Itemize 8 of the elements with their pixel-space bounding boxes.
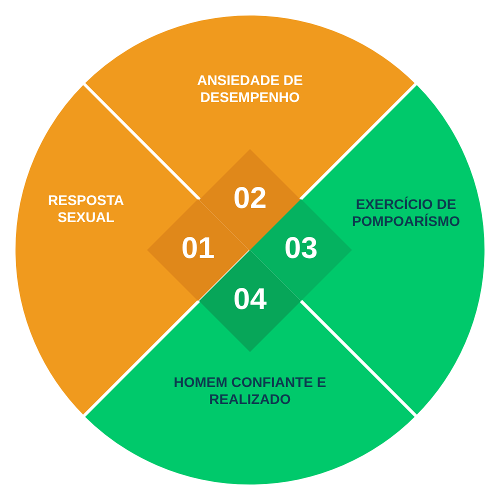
step-number: 02 — [232, 182, 268, 216]
step-number: 04 — [232, 283, 268, 317]
sector-label: EXERCÍCIO DE POMPOARÍSMO — [350, 196, 462, 230]
sector-label: HOMEM CONFIANTE E REALIZADO — [172, 374, 328, 408]
sector-label: ANSIEDADE DE DESEMPENHO — [196, 72, 304, 106]
sector-label: RESPOSTA SEXUAL — [47, 192, 125, 226]
step-number: 03 — [283, 232, 319, 266]
step-number: 01 — [180, 232, 216, 266]
